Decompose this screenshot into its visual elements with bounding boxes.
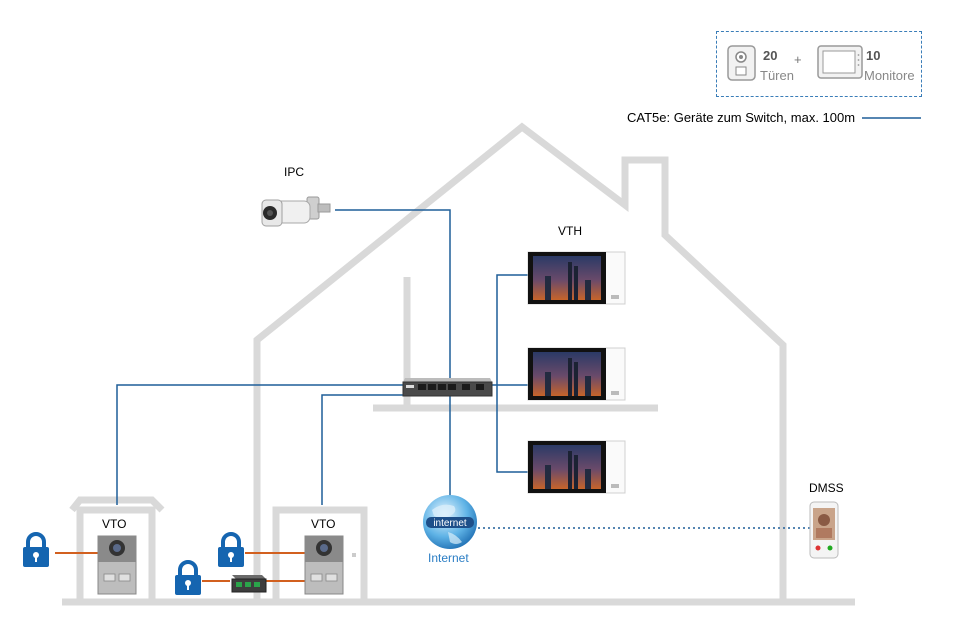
lock-icon-3 [175, 560, 201, 595]
monitors-label: Monitore [864, 68, 915, 83]
monitor-icon [817, 45, 863, 79]
ipc-camera-icon [261, 196, 331, 227]
lock-icon-1 [23, 532, 49, 567]
internet-globe-text: internet [433, 518, 467, 529]
vth-monitor-2 [527, 347, 626, 401]
doors-count: 20 [763, 48, 778, 63]
lock-icon-2 [218, 532, 244, 567]
cable-note: CAT5e: Geräte zum Switch, max. 100m [627, 110, 856, 125]
legend-plus: + [794, 52, 802, 67]
vth-monitor-3 [527, 440, 626, 494]
vto-label-1: VTO [102, 517, 127, 531]
vto-door-station-2 [304, 535, 356, 595]
doors-label: Türen [760, 68, 794, 83]
dmss-phone-icon [809, 501, 839, 559]
dmss-label: DMSS [809, 481, 844, 495]
legend-box [716, 31, 922, 97]
door-station-icon [727, 45, 756, 81]
poe-switch-icon [402, 378, 493, 397]
house-outline [62, 122, 855, 606]
internet-label: Internet [428, 551, 469, 565]
cat5e-cables [116, 117, 921, 505]
ipc-label: IPC [284, 165, 305, 179]
internet-globe-icon: internet [423, 495, 477, 549]
lock-wires [55, 552, 305, 582]
vth-monitor-1 [527, 251, 626, 305]
vth-label: VTH [558, 224, 582, 238]
vto-door-station-1 [97, 535, 137, 595]
monitors-count: 10 [866, 48, 881, 63]
lock-controller-module-icon [231, 575, 267, 593]
vto-label-2: VTO [311, 517, 336, 531]
